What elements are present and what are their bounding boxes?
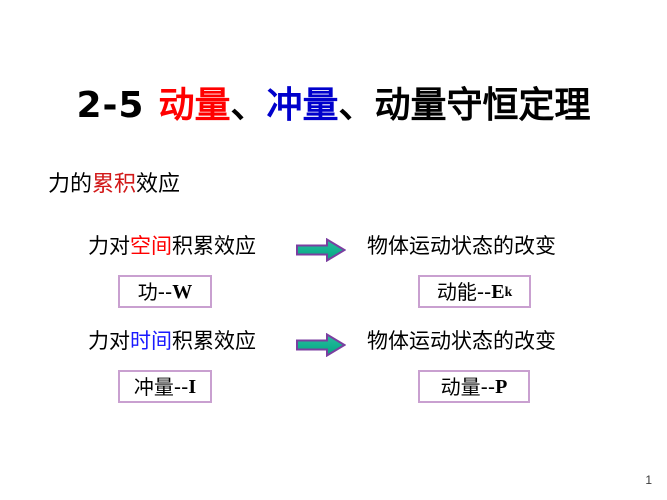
- time-left-highlight: 时间: [130, 329, 172, 353]
- box-impulse-symbol: I: [188, 375, 197, 398]
- box-impulse-cjk: 冲量--: [133, 374, 189, 399]
- subheading-tail: 效应: [136, 172, 181, 197]
- title-term-impulse: 冲量: [266, 85, 339, 126]
- space-left-lead: 力对: [88, 234, 130, 258]
- time-left-tail: 积累效应: [172, 329, 256, 353]
- box-impulse: 冲量--I: [118, 370, 212, 403]
- box-work: 功--W: [118, 275, 212, 308]
- title-term-momentum: 动量: [158, 85, 231, 126]
- subheading-lead: 力的: [48, 172, 93, 197]
- box-work-symbol: W: [172, 280, 193, 303]
- box-ke-cjk: 动能--: [436, 279, 492, 304]
- space-left-tail: 积累效应: [172, 234, 256, 258]
- time-row-left-label: 力对时间积累效应: [88, 327, 256, 356]
- title-separator-2: 、: [338, 85, 375, 126]
- right-arrow-icon: [296, 238, 346, 262]
- box-momentum: 动量--P: [418, 370, 530, 403]
- page-number: 1: [645, 473, 652, 487]
- subheading-highlight: 累积: [92, 172, 137, 197]
- time-row-right-label: 物体运动状态的改变: [367, 329, 556, 353]
- space-row-left-label: 力对空间积累效应: [88, 232, 256, 261]
- space-row-right-label: 物体运动状态的改变: [367, 234, 556, 258]
- title-term-conservation: 动量守恒定理: [374, 85, 591, 126]
- space-left-highlight: 空间: [130, 234, 172, 258]
- title-section-number: 2-5: [76, 85, 145, 126]
- row-time-effect: 力对时间积累效应 物体运动状态的改变 冲量--I 动量--P: [0, 327, 667, 417]
- box-ke-subscript: k: [504, 283, 513, 299]
- box-ke-symbol: E: [491, 280, 505, 303]
- right-arrow-icon: [296, 333, 346, 357]
- box-work-cjk: 功--: [137, 279, 173, 304]
- time-left-lead: 力对: [88, 329, 130, 353]
- title-separator-1: 、: [230, 85, 267, 126]
- box-momentum-cjk: 动量--: [440, 374, 496, 399]
- subheading: 力的累积效应: [48, 170, 180, 200]
- box-momentum-symbol: P: [495, 375, 508, 398]
